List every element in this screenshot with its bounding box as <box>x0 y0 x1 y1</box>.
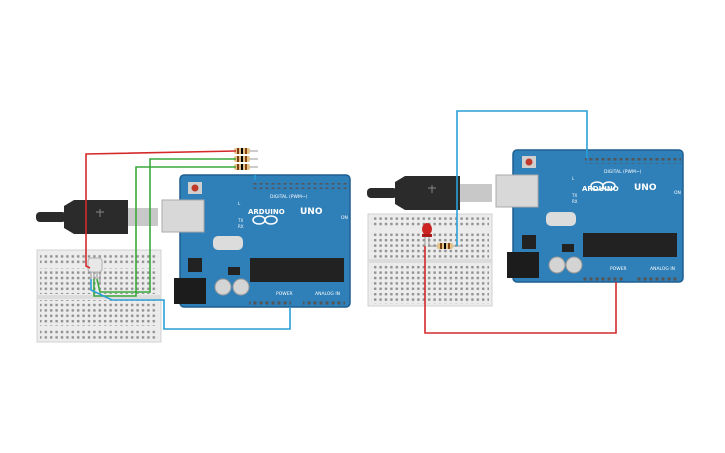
right-usb-cable[interactable] <box>367 176 492 210</box>
blue-wire-2[interactable] <box>90 279 291 330</box>
microcontroller-chip <box>250 258 344 282</box>
digital-label: DIGITAL (PWM~) <box>604 169 642 175</box>
model-label: UNO <box>634 183 657 193</box>
analog-header[interactable] <box>636 276 678 282</box>
power-label: POWER <box>610 266 627 272</box>
left-arduino-board[interactable]: DIGITAL (PWM~) ARDUINO UNO POWER ANALOG … <box>161 174 351 308</box>
power-header[interactable] <box>249 301 291 307</box>
model-label: UNO <box>300 207 323 217</box>
microcontroller-chip <box>583 233 677 257</box>
right-circuit: DIGITAL (PWM~) ARDUINO UNO POWER ANALOG … <box>367 110 684 334</box>
led-l-label: L <box>572 176 575 181</box>
digital-label: DIGITAL (PWM~) <box>270 194 308 200</box>
left-wires <box>85 150 291 330</box>
resistor[interactable] <box>228 148 258 154</box>
green-wire[interactable] <box>96 158 236 293</box>
usb-port <box>161 199 205 233</box>
power-header[interactable] <box>583 276 625 282</box>
analog-label: ANALOG IN <box>315 291 340 297</box>
blue-wire[interactable] <box>456 110 588 246</box>
analog-header[interactable] <box>303 301 345 307</box>
power-label: POWER <box>276 291 293 297</box>
left-circuit: DIGITAL (PWM~) ARDUINO UNO POWER ANALOG … <box>36 148 351 343</box>
green-wire-2[interactable] <box>93 166 236 297</box>
led-tx-label: TX <box>237 218 243 223</box>
infinity-logo <box>252 215 278 225</box>
resistor[interactable] <box>228 156 258 162</box>
resistor-group[interactable] <box>228 148 258 170</box>
on-label: ON <box>341 215 348 221</box>
resistor[interactable] <box>228 164 258 170</box>
rgb-led[interactable] <box>87 257 103 282</box>
red-wire[interactable] <box>424 246 617 334</box>
red-led[interactable] <box>422 223 432 246</box>
infinity-logo <box>590 181 616 191</box>
digital-header[interactable] <box>585 158 681 164</box>
brand-logo: ARDUINO <box>248 208 285 216</box>
digital-header[interactable] <box>252 183 348 189</box>
led-rx-label: RX <box>572 199 578 204</box>
power-jack <box>507 252 539 278</box>
right-wires <box>424 110 617 334</box>
power-jack <box>174 278 206 304</box>
crystal <box>546 212 576 226</box>
resistor-right[interactable] <box>430 243 460 249</box>
led-tx-label: TX <box>571 193 577 198</box>
led-l-label: L <box>238 201 241 206</box>
left-usb-cable[interactable] <box>36 200 158 234</box>
crystal <box>213 236 243 250</box>
usb-port <box>495 174 539 208</box>
right-arduino-board[interactable]: DIGITAL (PWM~) ARDUINO UNO POWER ANALOG … <box>495 149 684 283</box>
red-wire[interactable] <box>85 150 237 269</box>
analog-label: ANALOG IN <box>650 266 675 272</box>
led-rx-label: RX <box>238 224 244 229</box>
on-label: ON <box>674 190 681 196</box>
